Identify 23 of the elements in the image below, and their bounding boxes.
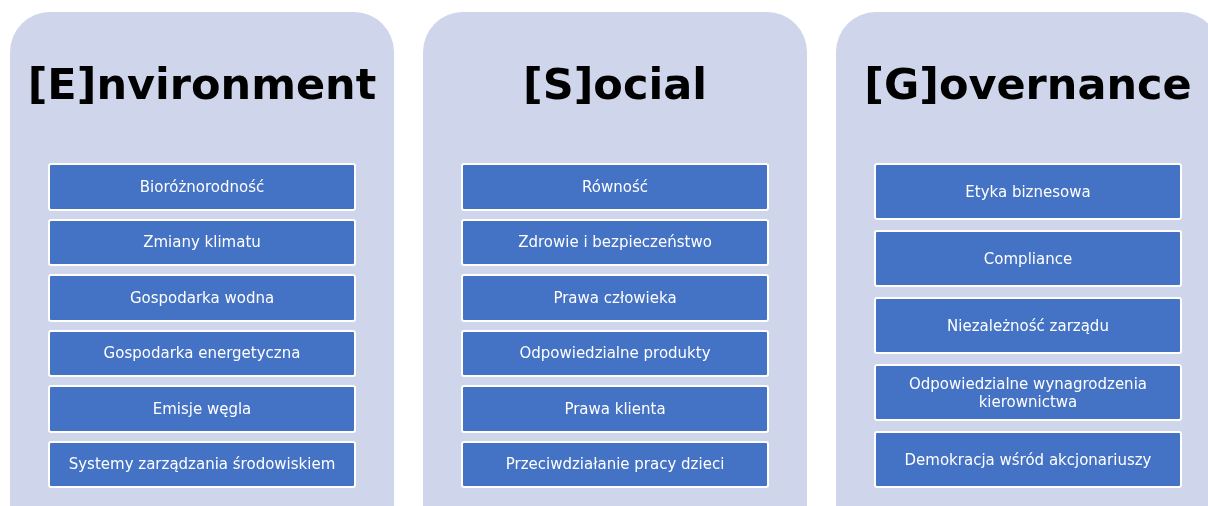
topic-box: Gospodarka energetyczna: [48, 329, 356, 377]
topic-box: Zdrowie i bezpieczeństwo: [461, 218, 769, 266]
topic-box: Odpowiedzialne wynagrodzenia kierownictwa: [874, 364, 1182, 421]
category-panel: [423, 12, 807, 506]
topic-box: Demokracja wśród akcjonariuszy: [874, 431, 1182, 488]
topic-box: Compliance: [874, 230, 1182, 287]
topic-box: Odpowiedzialne produkty: [461, 329, 769, 377]
topic-box: Emisje węgla: [48, 385, 356, 433]
topic-box: Systemy zarządzania środowiskiem: [48, 440, 356, 488]
panel-heading: [G]overnance: [863, 58, 1193, 111]
category-panel: [836, 12, 1208, 506]
topic-box: Prawa klienta: [461, 385, 769, 433]
panel-heading: [S]ocial: [522, 58, 708, 111]
topic-box: Równość: [461, 163, 769, 211]
topic-box: Prawa człowieka: [461, 274, 769, 322]
panel-heading: [E]nvironment: [26, 58, 378, 111]
topic-box: Zmiany klimatu: [48, 218, 356, 266]
topic-box: Bioróżnorodność: [48, 163, 356, 211]
topic-box: Etyka biznesowa: [874, 163, 1182, 220]
topic-box: Niezależność zarządu: [874, 297, 1182, 354]
topic-box: Gospodarka wodna: [48, 274, 356, 322]
category-panel: [10, 12, 394, 506]
topic-box: Przeciwdziałanie pracy dzieci: [461, 440, 769, 488]
